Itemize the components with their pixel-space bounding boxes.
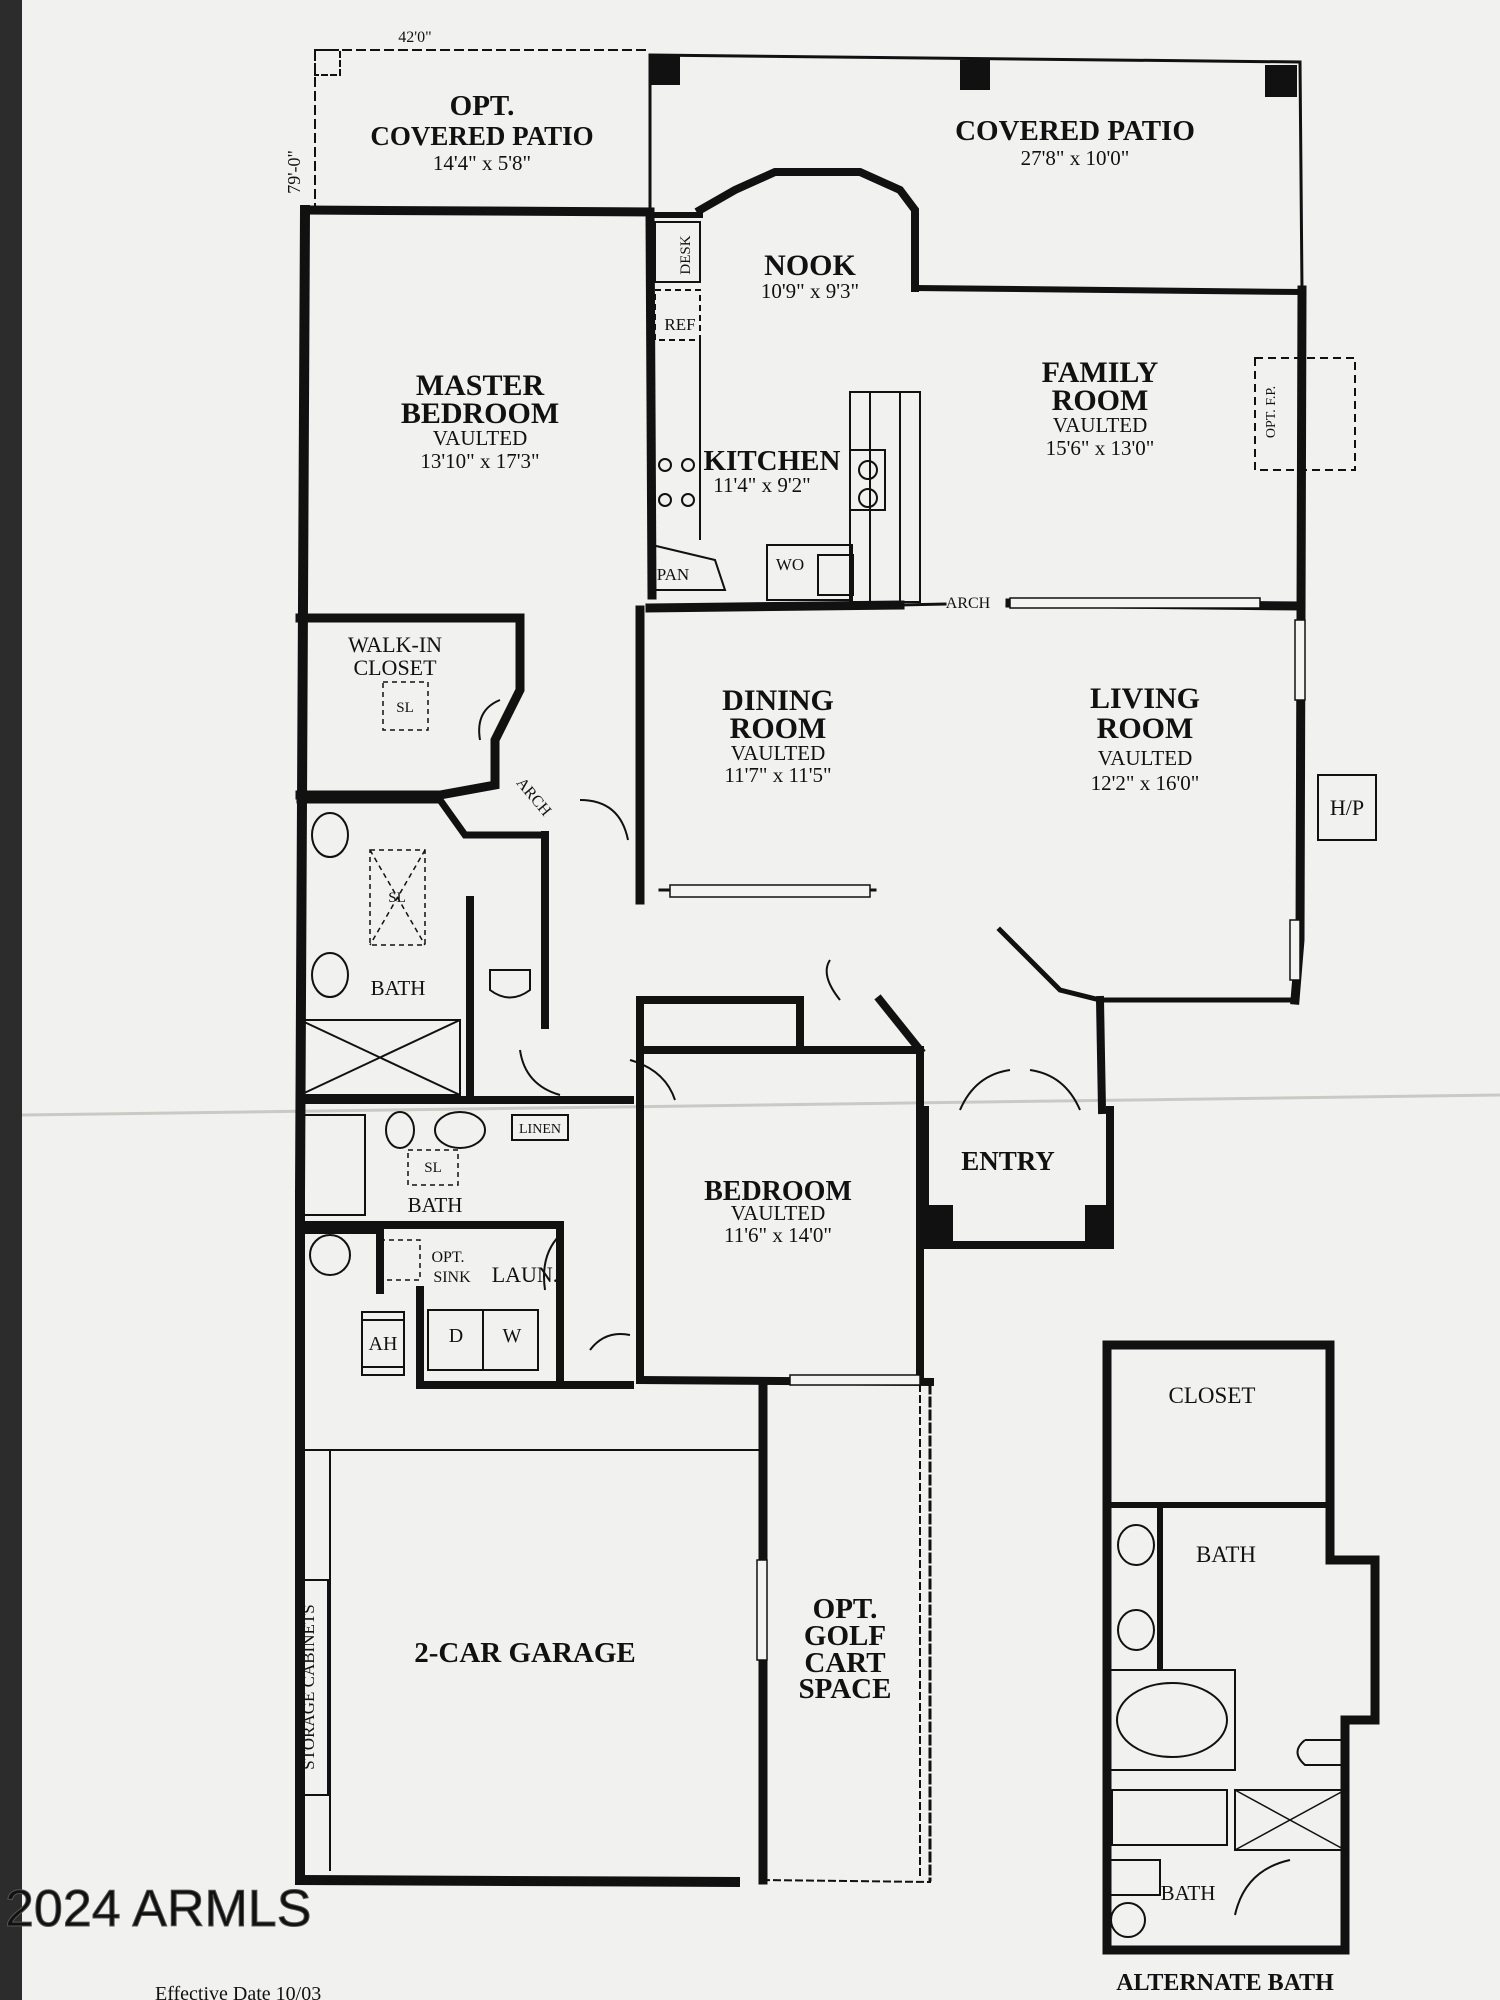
alt-bath-lower-label: BATH (1161, 1881, 1216, 1905)
walkin-closet-label-1: WALK-IN (348, 632, 442, 657)
wo-label: WO (776, 555, 804, 574)
living-room-note: VAULTED (1098, 746, 1193, 770)
golf-cart-line-2: GOLF (804, 1620, 886, 1652)
laundry-label: LAUN. (492, 1262, 559, 1287)
storage-cabinets-label: STORAGE CABINETS (299, 1604, 318, 1769)
ref-label: REF (664, 315, 695, 334)
kitchen-label: KITCHEN (704, 445, 841, 477)
door-swings (478, 699, 1081, 1351)
master-bedroom-note: VAULTED (433, 426, 528, 450)
garage-label: 2-CAR GARAGE (414, 1637, 636, 1669)
dryer-label: D (449, 1325, 463, 1347)
kitchen-size: 11'4" x 9'2" (713, 473, 810, 497)
alt-bath-upper-label: BATH (1196, 1542, 1256, 1567)
bath-fixtures (299, 812, 539, 1371)
sl-label-bath2: SL (424, 1160, 442, 1176)
paper-left-edge (0, 0, 22, 2000)
kitchen-fixtures (651, 221, 921, 603)
family-room-size: 15'6" x 13'0" (1046, 436, 1155, 460)
family-room-label-2: ROOM (1052, 384, 1149, 417)
ah-label: AH (369, 1333, 398, 1355)
arch-label-kitchen: ARCH (946, 595, 991, 612)
bath2-label: BATH (408, 1193, 463, 1217)
opt-sink-label-1: OPT. (431, 1249, 464, 1266)
linen-label: LINEN (519, 1122, 561, 1137)
opt-sink-label-2: SINK (433, 1269, 471, 1286)
alternate-bath-labels: CLOSET BATH BATH ALTERNATE BATH (1116, 1383, 1334, 1996)
heat-pump-box (1317, 774, 1377, 841)
walkin-closet-label-2: CLOSET (353, 655, 437, 680)
golf-cart-line-4: SPACE (799, 1673, 892, 1705)
opt-patio-label-1: OPT. (450, 90, 515, 122)
dimension-depth: 79'-0" (284, 150, 304, 194)
ah-box (361, 1319, 405, 1376)
master-bedroom-label-2: BEDROOM (401, 397, 559, 430)
alt-closet-label: CLOSET (1169, 1383, 1256, 1408)
opt-patio-label-2: COVERED PATIO (370, 121, 593, 151)
pan-label: PAN (657, 565, 689, 584)
sl-label-closet: SL (396, 700, 414, 716)
washer-label: W (503, 1325, 522, 1347)
dining-room-label-2: ROOM (730, 712, 827, 745)
alternate-bath-title: ALTERNATE BATH (1116, 1970, 1334, 1996)
nook-size: 10'9" x 9'3" (761, 279, 859, 303)
bedroom-size: 11'6" x 14'0" (724, 1223, 832, 1247)
effective-date: Effective Date 10/03 (155, 1983, 321, 2000)
dining-room-size: 11'7" x 11'5" (724, 763, 831, 787)
covered-patio-size: 27'8" x 10'0" (1021, 146, 1130, 170)
desk-label: DESK (678, 235, 694, 274)
paper-fold (21, 1093, 1500, 1117)
alternate-bath-inset (1102, 1340, 1380, 1955)
linen-box (511, 1114, 569, 1141)
living-room-size: 12'2" x 16'0" (1091, 771, 1200, 795)
master-bath-label: BATH (371, 976, 426, 1000)
dining-room-label-1: DINING (722, 684, 834, 717)
dining-room-note: VAULTED (731, 741, 826, 765)
covered-patio-label: COVERED PATIO (955, 115, 1195, 147)
patio-posts (650, 55, 1297, 97)
armls-watermark: 2024 ARMLS (5, 1880, 311, 1938)
golf-cart-line-3: CART (804, 1647, 885, 1679)
opt-patio-size: 14'4" x 5'8" (433, 151, 531, 175)
bedroom-note: VAULTED (731, 1201, 826, 1225)
entry-label: ENTRY (961, 1146, 1055, 1176)
family-room-label-1: FAMILY (1042, 356, 1159, 389)
skylights (369, 681, 459, 1281)
windows (669, 597, 1306, 1661)
hp-label: H/P (1330, 795, 1364, 820)
room-labels: 42'0" 79'-0" OPT. COVERED PATIO 14'4" x … (284, 29, 1200, 1705)
golf-cart-line-1: OPT. (813, 1593, 878, 1625)
master-bedroom-label-1: MASTER (416, 369, 545, 402)
sl-label-bath: SL (388, 890, 406, 906)
family-room-note: VAULTED (1053, 413, 1148, 437)
opt-fp-label: OPT. F.P. (1264, 386, 1279, 438)
living-room-label-2: ROOM (1097, 712, 1194, 745)
master-bedroom-size: 13'10" x 17'3" (420, 449, 539, 473)
living-room-label-1: LIVING (1090, 682, 1200, 715)
nook-label: NOOK (764, 249, 856, 282)
bedroom-label: BEDROOM (704, 1176, 852, 1207)
dimension-width: 42'0" (398, 29, 431, 46)
fireplace-outline (1254, 357, 1356, 471)
